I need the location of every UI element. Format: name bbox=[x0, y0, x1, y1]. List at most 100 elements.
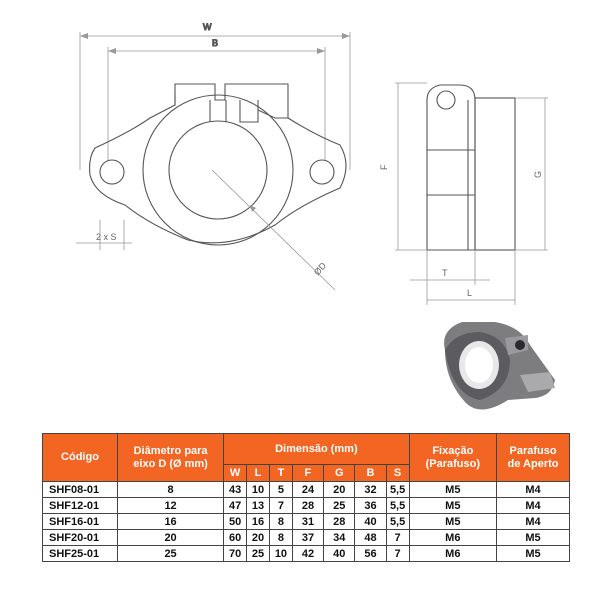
table-row: SHF25-01 25 70 25 10 42 40 56 7 M6 M5 bbox=[42, 545, 570, 562]
header-diametro: Diâmetro para eixo D (Ø mm) bbox=[116, 433, 225, 482]
table-row: SHF20-01 20 60 20 8 37 34 48 7 M6 M5 bbox=[42, 529, 570, 546]
dim-label-b: B bbox=[212, 38, 218, 48]
cell-code: SHF20-01 bbox=[42, 529, 118, 546]
cell-f: 37 bbox=[291, 529, 325, 546]
cell-d: 25 bbox=[116, 545, 225, 562]
cell-fix: M6 bbox=[408, 545, 498, 562]
dimension-t bbox=[410, 250, 516, 305]
subheader-t: T bbox=[268, 464, 293, 482]
side-view bbox=[395, 82, 548, 305]
cell-fix: M5 bbox=[408, 513, 498, 530]
cell-t: 8 bbox=[268, 513, 293, 530]
cell-g: 25 bbox=[323, 497, 356, 514]
spec-table: Código Diâmetro para eixo D (Ø mm) Dimen… bbox=[42, 433, 570, 562]
cell-s: 7 bbox=[385, 545, 410, 562]
cell-code: SHF12-01 bbox=[42, 497, 118, 514]
cell-screw: M4 bbox=[496, 513, 570, 530]
table-header-row: Código Diâmetro para eixo D (Ø mm) Dimen… bbox=[42, 433, 570, 482]
subheader-f: F bbox=[291, 464, 325, 482]
header-codigo: Código bbox=[42, 433, 118, 482]
header-fixacao-line1: Fixação bbox=[432, 444, 474, 457]
cell-l: 25 bbox=[246, 545, 270, 562]
header-parafuso: Parafuso de Aperto bbox=[496, 433, 570, 482]
cell-w: 60 bbox=[223, 529, 248, 546]
product-render bbox=[444, 322, 555, 410]
dim-label-t: T bbox=[442, 268, 448, 278]
mounting-hole-right bbox=[309, 159, 335, 185]
cell-w: 50 bbox=[223, 513, 248, 530]
cell-b: 32 bbox=[354, 481, 387, 498]
dim-label-f: F bbox=[379, 164, 389, 170]
header-diametro-line2: eixo D (Ø mm) bbox=[133, 457, 208, 470]
housing-ring bbox=[142, 94, 294, 246]
cell-t: 5 bbox=[268, 481, 293, 498]
cell-g: 40 bbox=[323, 545, 356, 562]
cell-w: 47 bbox=[223, 497, 248, 514]
cell-d: 16 bbox=[116, 513, 225, 530]
cell-screw: M4 bbox=[496, 481, 570, 498]
cell-screw: M4 bbox=[496, 497, 570, 514]
cell-s: 5,5 bbox=[385, 481, 410, 498]
cell-fix: M5 bbox=[408, 497, 498, 514]
cell-f: 31 bbox=[291, 513, 325, 530]
cell-s: 7 bbox=[385, 529, 410, 546]
cell-fix: M5 bbox=[408, 481, 498, 498]
cell-w: 43 bbox=[223, 481, 248, 498]
dimension-d bbox=[211, 169, 336, 291]
cell-fix: M6 bbox=[408, 529, 498, 546]
cell-t: 8 bbox=[268, 529, 293, 546]
header-parafuso-line2: de Aperto bbox=[507, 457, 559, 470]
cell-t: 10 bbox=[268, 545, 293, 562]
dimension-g bbox=[515, 97, 548, 251]
cell-code: SHF16-01 bbox=[42, 513, 118, 530]
header-fixacao-line2: (Parafuso) bbox=[425, 457, 481, 470]
cell-b: 40 bbox=[354, 513, 387, 530]
cell-l: 13 bbox=[246, 497, 270, 514]
dimension-w bbox=[79, 32, 351, 170]
table-subheader-row: W L T F G B S bbox=[43, 464, 570, 482]
header-dimensao: Dimensão (mm) bbox=[223, 433, 410, 465]
dim-label-2xs: 2 x S bbox=[96, 232, 117, 242]
header-fixacao: Fixação (Parafuso) bbox=[408, 433, 498, 482]
cell-d: 12 bbox=[116, 497, 225, 514]
dimension-2xs bbox=[76, 220, 132, 250]
cell-f: 28 bbox=[291, 497, 325, 514]
cell-g: 20 bbox=[323, 481, 356, 498]
side-sleeve bbox=[474, 97, 516, 251]
technical-drawing: W B 2 x S ØD bbox=[76, 21, 555, 410]
cell-b: 36 bbox=[354, 497, 387, 514]
cell-f: 42 bbox=[291, 545, 325, 562]
dimension-b bbox=[107, 47, 326, 160]
subheader-b: B bbox=[354, 464, 387, 482]
cell-t: 7 bbox=[268, 497, 293, 514]
cell-b: 48 bbox=[354, 529, 387, 546]
header-parafuso-line1: Parafuso bbox=[509, 444, 557, 457]
dim-label-d: ØD bbox=[312, 260, 329, 277]
shaft-bore bbox=[168, 120, 268, 220]
dim-label-g: G bbox=[533, 171, 543, 178]
table-row: SHF08-01 8 43 10 5 24 20 32 5,5 M5 M4 bbox=[42, 481, 570, 498]
dim-label-w: W bbox=[203, 22, 212, 32]
front-view: W B bbox=[76, 21, 351, 291]
subheader-s: S bbox=[385, 464, 410, 482]
table-row: SHF16-01 16 50 16 8 31 28 40 5,5 M5 M4 bbox=[42, 513, 570, 530]
cell-g: 28 bbox=[323, 513, 356, 530]
mounting-hole-left bbox=[99, 159, 125, 185]
cell-screw: M5 bbox=[496, 545, 570, 562]
cell-code: SHF08-01 bbox=[42, 481, 118, 498]
side-screw-head bbox=[436, 90, 456, 110]
cell-l: 20 bbox=[246, 529, 270, 546]
cell-s: 5,5 bbox=[385, 497, 410, 514]
cell-l: 16 bbox=[246, 513, 270, 530]
subheader-w: W bbox=[223, 464, 248, 482]
dim-label-l: L bbox=[467, 288, 472, 298]
cell-d: 8 bbox=[116, 481, 225, 498]
cell-code: SHF25-01 bbox=[42, 545, 118, 562]
subheader-l: L bbox=[246, 464, 270, 482]
cell-f: 24 bbox=[291, 481, 325, 498]
flange-outline bbox=[89, 83, 347, 244]
cell-g: 34 bbox=[323, 529, 356, 546]
cell-screw: M5 bbox=[496, 529, 570, 546]
cell-w: 70 bbox=[223, 545, 248, 562]
table-row: SHF12-01 12 47 13 7 28 25 36 5,5 M5 M4 bbox=[42, 497, 570, 514]
